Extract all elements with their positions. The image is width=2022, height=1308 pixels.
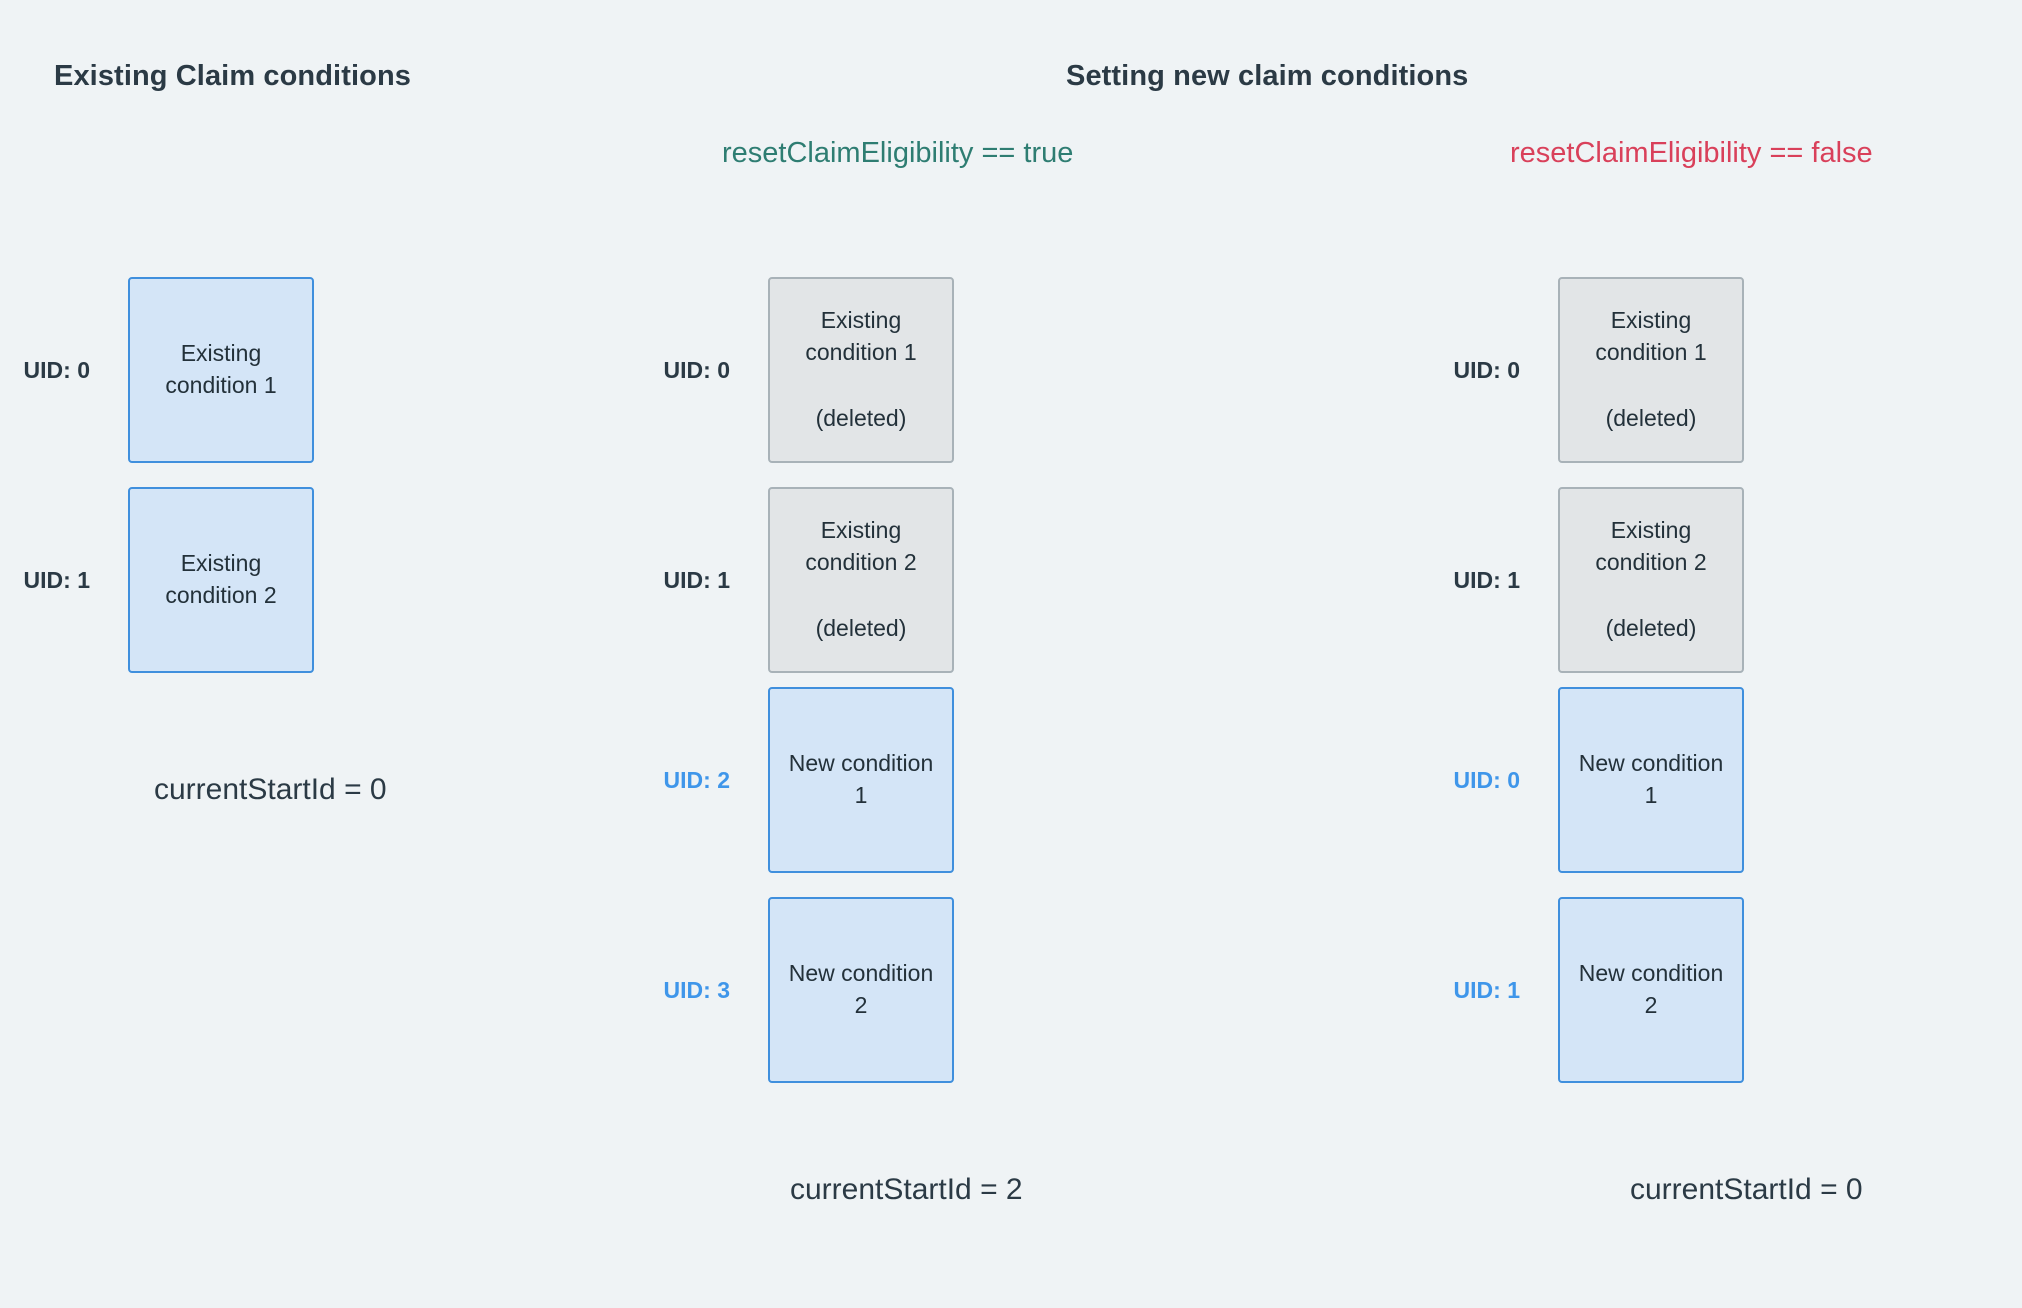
uid-label: UID: 1 [1453, 566, 1520, 593]
uid-label: UID: 0 [23, 356, 90, 383]
page-title-new-conditions: Setting new claim conditions [1066, 60, 1469, 92]
uid-label: UID: 0 [663, 356, 730, 383]
condition-title: Existing condition 2 [1595, 517, 1707, 576]
condition-row: UID: 2 New condition 1 [640, 687, 954, 873]
condition-box-deleted[interactable]: Existing condition 1 (deleted) [1558, 277, 1744, 463]
condition-box[interactable]: New condition 2 [768, 897, 954, 1083]
uid-label: UID: 2 [663, 766, 730, 793]
condition-box-deleted[interactable]: Existing condition 2 (deleted) [1558, 487, 1744, 673]
condition-title: New condition 1 [1578, 750, 1724, 808]
deleted-note: (deleted) [815, 404, 907, 431]
deleted-note: (deleted) [1605, 614, 1697, 641]
condition-box[interactable]: Existing condition 2 [128, 487, 314, 673]
uid-label: UID: 0 [1453, 766, 1520, 793]
condition-row: UID: 1 New condition 2 [1430, 897, 1744, 1083]
condition-box[interactable]: Existing condition 1 [128, 277, 314, 463]
condition-box-deleted[interactable]: Existing condition 2 (deleted) [768, 487, 954, 673]
flag-reset-eligibility-true: resetClaimEligibility == true [722, 137, 1074, 169]
column-existing-conditions: UID: 0 Existing condition 1 UID: 1 Existing… [0, 0, 540, 1308]
condition-title: New condition 1 [788, 750, 934, 808]
current-start-id-reset-false: currentStartId = 0 [1630, 1173, 1863, 1206]
condition-box-deleted[interactable]: Existing condition 1 (deleted) [768, 277, 954, 463]
condition-row: UID: 0 Existing condition 1 (deleted) [1430, 277, 1744, 463]
condition-title: Existing condition 1 [165, 340, 277, 398]
page-title-existing-conditions: Existing Claim conditions [54, 60, 411, 92]
condition-title: Existing condition 2 [165, 550, 277, 608]
uid-label: UID: 3 [663, 976, 730, 1003]
condition-row: UID: 0 Existing condition 1 [0, 277, 314, 463]
condition-title: New condition 2 [1578, 960, 1724, 1018]
deleted-note: (deleted) [815, 614, 907, 641]
condition-row: UID: 1 Existing condition 2 [0, 487, 314, 673]
current-start-id-existing: currentStartId = 0 [154, 773, 387, 806]
uid-label: UID: 1 [23, 566, 90, 593]
condition-box[interactable]: New condition 1 [1558, 687, 1744, 873]
condition-title: Existing condition 1 [805, 307, 917, 366]
flag-reset-eligibility-false: resetClaimEligibility == false [1510, 137, 1873, 169]
condition-box[interactable]: New condition 1 [768, 687, 954, 873]
current-start-id-reset-true: currentStartId = 2 [790, 1173, 1023, 1206]
condition-row: UID: 1 Existing condition 2 (deleted) [640, 487, 954, 673]
condition-title: Existing condition 2 [805, 517, 917, 576]
uid-label: UID: 1 [1453, 976, 1520, 1003]
condition-row: UID: 1 Existing condition 2 (deleted) [1430, 487, 1744, 673]
deleted-note: (deleted) [1605, 404, 1697, 431]
condition-box[interactable]: New condition 2 [1558, 897, 1744, 1083]
condition-title: Existing condition 1 [1595, 307, 1707, 366]
uid-label: UID: 1 [663, 566, 730, 593]
condition-row: UID: 0 Existing condition 1 (deleted) [640, 277, 954, 463]
uid-label: UID: 0 [1453, 356, 1520, 383]
condition-title: New condition 2 [788, 960, 934, 1018]
condition-row: UID: 3 New condition 2 [640, 897, 954, 1083]
condition-row: UID: 0 New condition 1 [1430, 687, 1744, 873]
